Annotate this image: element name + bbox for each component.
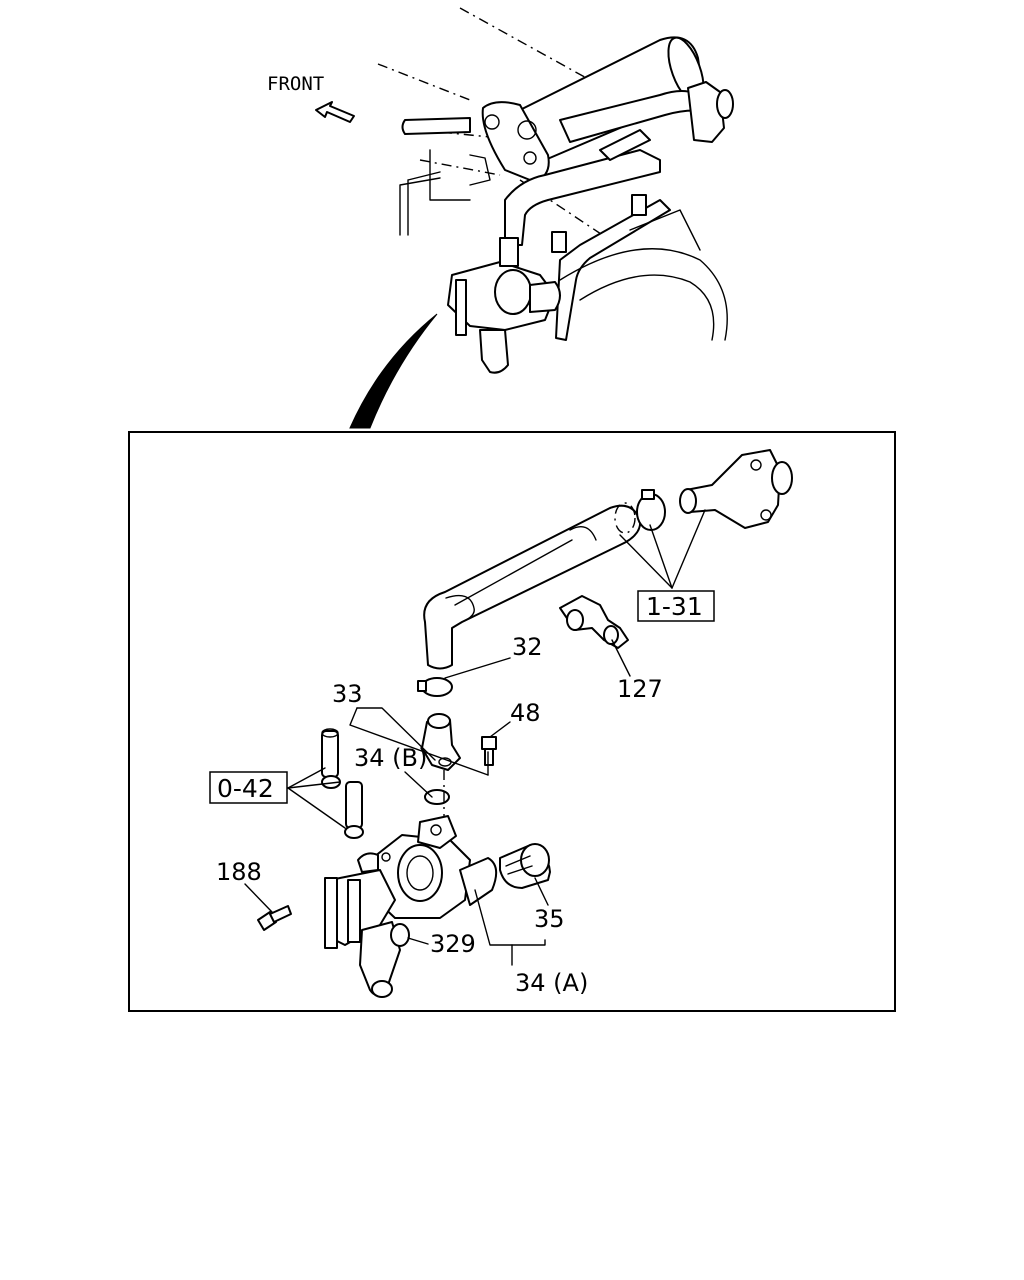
bypass-hoses — [321, 728, 364, 839]
callout-33: 33 — [332, 680, 363, 708]
water-pump-overview — [447, 237, 561, 374]
callout-48: 48 — [510, 699, 541, 727]
callout-34b: 34 (B) — [354, 744, 427, 772]
reference-box-1-31[interactable]: 1-31 — [637, 590, 715, 622]
callout-34a: 34 (A) — [515, 969, 588, 997]
water-pump-assembly — [324, 815, 498, 998]
hose-clip-127 — [559, 595, 629, 649]
water-outlet-elbow — [421, 713, 461, 771]
callout-329: 329 — [430, 930, 476, 958]
callout-188: 188 — [216, 858, 262, 886]
hose-clamp-upper — [636, 489, 666, 531]
front-label: FRONT — [267, 73, 324, 95]
zoom-pointer-icon — [349, 313, 438, 429]
callout-32: 32 — [512, 633, 543, 661]
o-ring — [424, 789, 450, 805]
engine-overview: FRONT — [267, 7, 734, 429]
leader-lines — [244, 509, 706, 966]
reference-box-0-42[interactable]: 0-42 — [209, 771, 288, 804]
detail-frame — [128, 431, 896, 1012]
reference-1-31: 1-31 — [646, 592, 703, 621]
bolt-188 — [257, 905, 292, 931]
thermostat-outlet — [679, 449, 793, 529]
water-pipe-35 — [499, 843, 551, 889]
callout-127: 127 — [617, 675, 663, 703]
detail-parts — [257, 449, 793, 998]
hose-clamp-32 — [417, 677, 453, 697]
front-arrow-icon — [315, 101, 355, 123]
bolt-48 — [481, 736, 497, 766]
callout-35: 35 — [534, 905, 565, 933]
reference-0-42: 0-42 — [217, 774, 274, 803]
